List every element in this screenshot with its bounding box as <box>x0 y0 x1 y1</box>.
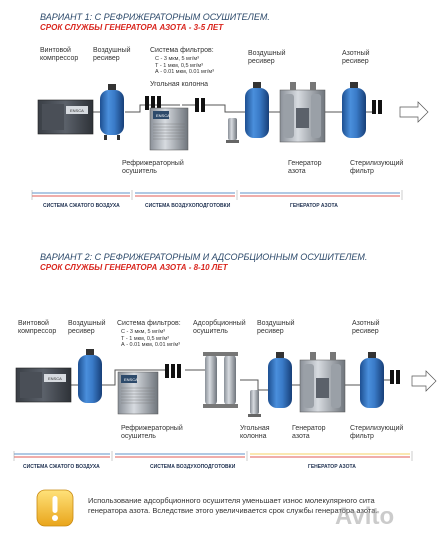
svg-text:ENSCA: ENSCA <box>156 113 170 118</box>
v1-generator-icon <box>279 82 326 143</box>
svg-text:ENSCA: ENSCA <box>124 377 138 382</box>
v1-carbon-icon <box>226 118 239 143</box>
v2-carbon-icon <box>248 390 261 417</box>
v2-adsorb-icon <box>203 352 238 408</box>
v1-receiver2-icon <box>245 82 269 138</box>
note-text: Использование адсорбционного осушителя у… <box>88 496 378 515</box>
v1-dryer-icon: ENSCA <box>149 107 189 151</box>
v2-section-lines <box>13 451 413 461</box>
v1-filters-title: Система фильтров: <box>150 47 214 54</box>
v1-section-air: СИСТЕМА СЖАТОГО ВОЗДУХА <box>43 203 120 209</box>
v2-diagram: ENSCA ENSCA <box>13 349 437 461</box>
svg-text:ENSCA: ENSCA <box>48 376 62 381</box>
warning-icon <box>36 489 74 527</box>
v2-title: ВАРИАНТ 2: С РЕФРИЖЕРАТОРНЫМ И АДСОРБЦИО… <box>40 252 368 262</box>
v2-receiver1-icon <box>78 349 102 403</box>
v1-subtitle: СРОК СЛУЖБЫ ГЕНЕРАТОРА АЗОТА - 3-5 ЛЕТ <box>40 23 224 32</box>
v1-sterile-icon <box>372 100 382 114</box>
v2-dryer-icon: ENSCA <box>117 371 159 415</box>
v1-n2receiver-icon <box>342 82 366 138</box>
v1-section-gen: ГЕНЕРАТОР АЗОТА <box>290 203 338 209</box>
v2-section-prep: СИСТЕМА ВОЗДУХОПОДГОТОВКИ <box>150 464 236 470</box>
v1-diagram: ENSCA ENSCA <box>31 82 429 200</box>
v1-outlet-arrow-icon <box>399 101 429 123</box>
v1-section-prep: СИСТЕМА ВОЗДУХОПОДГОТОВКИ <box>145 203 231 209</box>
v2-filters-icon <box>165 364 181 378</box>
v2-receiver2-icon <box>268 352 292 408</box>
watermark-logo: Avito <box>335 503 395 530</box>
v2-subtitle: СРОК СЛУЖБЫ ГЕНЕРАТОРА АЗОТА - 8-10 ЛЕТ <box>40 263 228 272</box>
v2-compressor-icon: ENSCA <box>15 367 72 403</box>
v1-section-lines <box>31 190 403 200</box>
v2-sterile-icon <box>390 370 400 384</box>
v2-section-air: СИСТЕМА СЖАТОГО ВОЗДУХА <box>23 464 100 470</box>
v1-receiver1-icon <box>100 84 124 140</box>
v1-filters-icon <box>145 96 161 110</box>
v2-n2receiver-icon <box>360 352 384 408</box>
v2-outlet-arrow-icon <box>411 370 437 392</box>
v2-generator-icon <box>299 352 346 413</box>
v1-compressor-icon: ENSCA <box>37 99 94 135</box>
v1-title: ВАРИАНТ 1: С РЕФРИЖЕРАТОРНЫМ ОСУШИТЕЛЕМ. <box>40 12 270 22</box>
v1-filters2-icon <box>195 98 205 112</box>
v2-section-gen: ГЕНЕРАТОР АЗОТА <box>308 464 356 470</box>
v1-carbon-label: Угольная колонна <box>150 81 209 88</box>
svg-text:ENSCA: ENSCA <box>70 108 84 113</box>
v2-filters-title: Система фильтров: <box>117 320 181 327</box>
